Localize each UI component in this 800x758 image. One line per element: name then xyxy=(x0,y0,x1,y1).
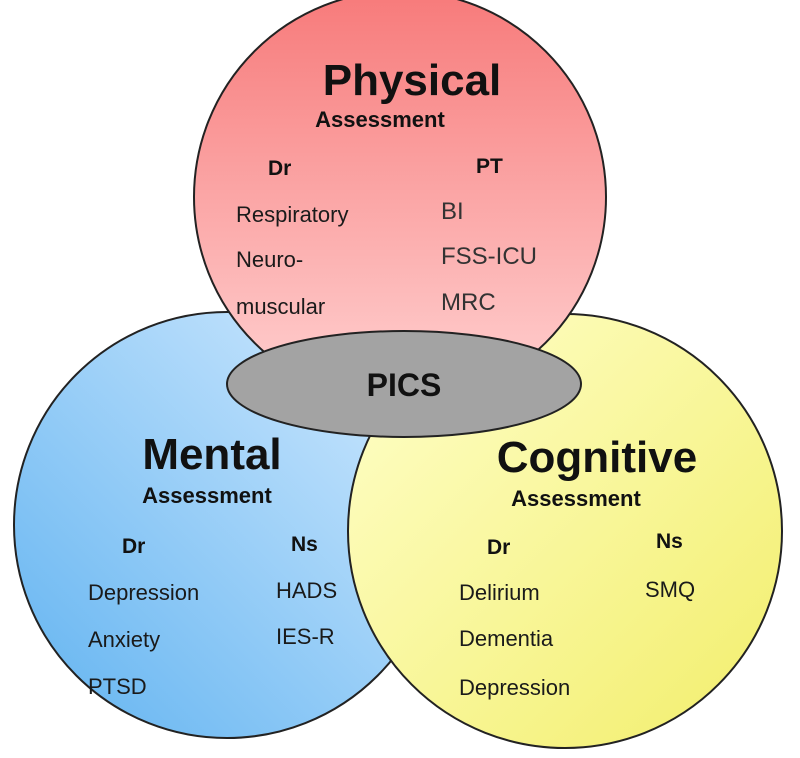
physical-pt-item: MRC xyxy=(441,289,496,316)
mental-dr-item: PTSD xyxy=(88,674,147,699)
mental-subtitle: Assessment xyxy=(142,483,272,508)
physical-dr-item: muscular xyxy=(236,294,325,319)
physical-dr-item: Neuro- xyxy=(236,247,303,272)
cognitive-dr-header: Dr xyxy=(487,536,510,559)
physical-subtitle: Assessment xyxy=(315,107,445,132)
cognitive-ns-header: Ns xyxy=(656,530,683,553)
physical-pt-item: BI xyxy=(441,198,464,225)
cognitive-title: Cognitive xyxy=(497,433,697,482)
mental-ns-item: IES-R xyxy=(276,624,335,649)
pics-center-ellipse xyxy=(226,330,582,438)
cognitive-dr-item: Dementia xyxy=(459,626,554,651)
mental-dr-header: Dr xyxy=(122,535,145,558)
pics-center-label: PICS xyxy=(367,367,442,403)
cognitive-dr-item: Depression xyxy=(459,675,570,700)
mental-dr-item: Anxiety xyxy=(88,627,160,652)
cognitive-ns-item: SMQ xyxy=(645,577,695,602)
physical-dr-header: Dr xyxy=(268,157,291,180)
mental-dr-item: Depression xyxy=(88,580,199,605)
mental-title: Mental xyxy=(142,430,281,479)
cognitive-subtitle: Assessment xyxy=(511,486,641,511)
physical-section: Physical Assessment Dr PT Respiratory Ne… xyxy=(236,56,537,319)
mental-section: Mental Assessment Dr Ns Depression Anxie… xyxy=(88,430,337,699)
physical-title: Physical xyxy=(323,56,502,105)
cognitive-dr-item: Delirium xyxy=(459,580,540,605)
physical-dr-item: Respiratory xyxy=(236,202,348,227)
mental-ns-header: Ns xyxy=(291,533,318,556)
cognitive-section: Cognitive Assessment Dr Ns Delirium Deme… xyxy=(459,433,697,700)
physical-pt-header: PT xyxy=(476,155,503,178)
mental-ns-item: HADS xyxy=(276,578,337,603)
physical-pt-item: FSS-ICU xyxy=(441,243,537,270)
